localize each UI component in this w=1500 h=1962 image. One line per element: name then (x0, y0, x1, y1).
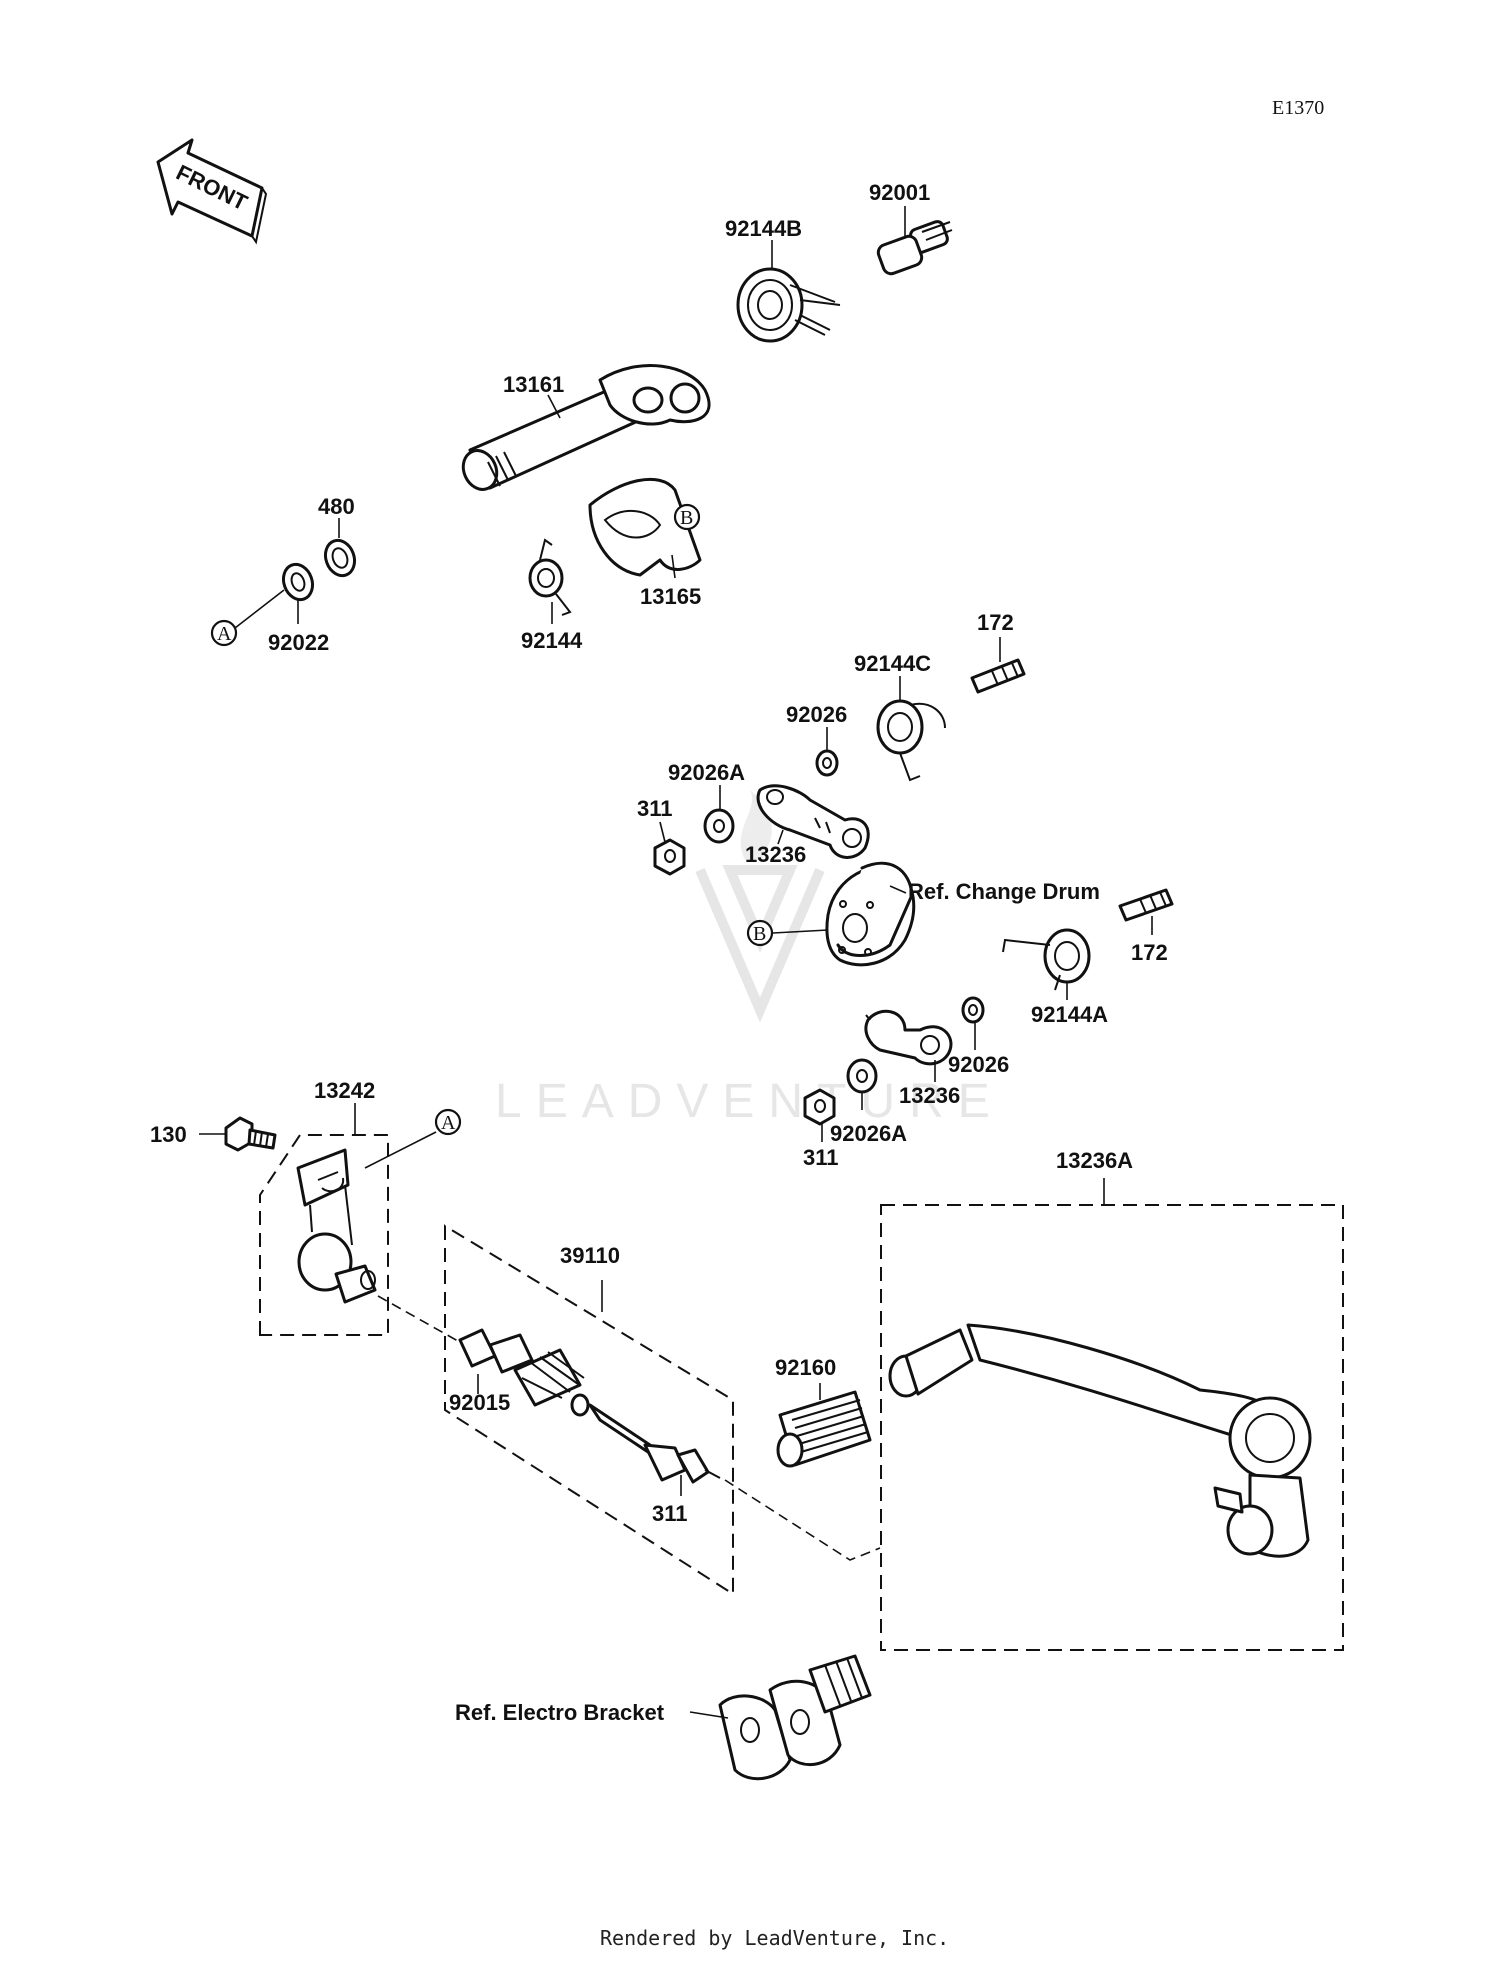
callout-92026A-top: 92026A (668, 760, 745, 785)
callout-311-mid: 311 (803, 1145, 839, 1170)
part-92022-washer (234, 562, 315, 629)
part-92160-spring (776, 1383, 872, 1468)
callout-13165: 13165 (640, 584, 701, 609)
part-13236-mid-lever (864, 1009, 953, 1082)
callout-92144B: 92144B (725, 216, 802, 241)
marker-a2-icon (434, 1108, 462, 1136)
part-92001-bolt (876, 206, 953, 276)
part-311-mid-nut (803, 1088, 836, 1142)
part-480-ring (323, 518, 357, 578)
part-13161-shaft (461, 364, 711, 491)
callout-172-mid: 172 (1131, 940, 1168, 965)
marker-a-label: A (217, 623, 232, 645)
part-172-mid-stud (1118, 888, 1174, 935)
callout-130: 130 (150, 1122, 187, 1147)
callout-92144: 92144 (521, 628, 583, 653)
callout-92026A-mid: 92026A (830, 1121, 907, 1146)
callout-172-top: 172 (977, 610, 1014, 635)
part-electro-bracket-ref (689, 1654, 872, 1781)
callout-92015: 92015 (449, 1390, 510, 1415)
callout-92026-top: 92026 (786, 702, 847, 727)
front-arrow-icon: FRONT (156, 138, 268, 245)
footer-credit: Rendered by LeadVenture, Inc. (600, 1926, 949, 1950)
callout-13161: 13161 (503, 372, 564, 397)
marker-a2-label: A (441, 1112, 456, 1134)
callout-13242: 13242 (314, 1078, 375, 1103)
part-92144C-spring (876, 676, 946, 782)
part-13242-arm (259, 1103, 437, 1336)
part-92026-mid-washer (961, 996, 985, 1050)
part-92144B-spring (736, 240, 841, 343)
part-39110-rod (377, 1224, 881, 1596)
callout-13236-top: 13236 (745, 842, 806, 867)
part-13236-top-lever (756, 784, 870, 859)
callout-ref-electro-bracket: Ref. Electro Bracket (455, 1700, 665, 1725)
callout-92144C: 92144C (854, 651, 931, 676)
part-311-top-nut (653, 821, 686, 876)
marker-b2-icon (746, 919, 774, 947)
marker-b-icon (673, 503, 701, 531)
callout-ref-change-drum: Ref. Change Drum (908, 879, 1100, 904)
part-13165-plate (588, 477, 702, 579)
part-13236A-shift-pedal (880, 1178, 1344, 1651)
callout-92160: 92160 (775, 1355, 836, 1380)
callout-92022: 92022 (268, 630, 329, 655)
marker-a-icon (210, 619, 238, 647)
marker-b-label: B (680, 507, 693, 529)
marker-b2-label: B (753, 923, 766, 945)
callout-92144A: 92144A (1031, 1002, 1108, 1027)
callout-39110: 39110 (560, 1243, 620, 1268)
part-92026-top-washer (815, 727, 839, 777)
callout-92026-mid: 92026 (948, 1052, 1009, 1077)
part-130-bolt (199, 1116, 277, 1152)
callout-311-low: 311 (652, 1501, 688, 1526)
callout-13236A: 13236A (1056, 1148, 1133, 1173)
watermark-text: LEADVENTURE (495, 1075, 1004, 1128)
part-change-drum-ref (772, 861, 916, 967)
callout-311-top: 311 (637, 796, 673, 821)
part-92026A-top-washer (703, 785, 735, 844)
part-172-top-stud (970, 637, 1026, 694)
diagram-code: E1370 (1272, 97, 1324, 119)
callout-92001: 92001 (869, 180, 930, 205)
part-92144-spring (528, 538, 572, 624)
callout-480: 480 (318, 494, 355, 519)
callout-13236-mid: 13236 (899, 1083, 960, 1108)
part-92144A-spring (1002, 928, 1091, 1000)
part-92026A-mid-washer (846, 1058, 878, 1110)
